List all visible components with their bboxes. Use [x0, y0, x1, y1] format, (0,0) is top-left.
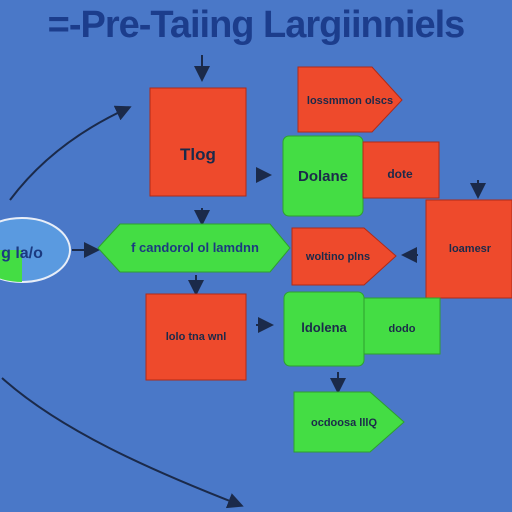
red-right-label: loamesr: [449, 243, 492, 255]
green-dodo-label: dodo: [389, 323, 416, 335]
green-dolane-label: Dolane: [298, 168, 348, 185]
node-green-ldolena: ldolena: [283, 291, 365, 367]
node-left-oval: g la/o: [0, 217, 71, 283]
node-red-dote: dote: [362, 141, 440, 199]
node-red-bottom: lolo tna wnl: [145, 293, 247, 381]
diagram-title: =-Pre-Taiing Largiinniels: [47, 4, 466, 46]
node-arrow-tag-top: lossmmon olscs: [297, 66, 403, 133]
arrow-mid-label: woltino plns: [305, 251, 370, 263]
connector-oval-to-bottom: [1, 377, 244, 509]
node-red-right: loamesr: [425, 199, 512, 299]
green-hex-label: f candorol ol lamdnn: [131, 240, 259, 255]
arrow-tag-top-label: lossmmon olscs: [307, 95, 393, 107]
node-red-top: Tlog: [149, 87, 247, 197]
red-top-label: Tlog: [180, 145, 216, 164]
connector-oval-to-top: [9, 105, 132, 201]
green-bottom-label: ocdoosa lllQ: [311, 417, 377, 429]
node-green-dolane: Dolane: [282, 135, 364, 217]
left-oval-label: g la/o: [1, 245, 43, 262]
node-green-bottom: ocdoosa lllQ: [293, 391, 405, 453]
node-green-dodo: dodo: [363, 297, 441, 355]
connectors: [1, 55, 486, 509]
node-green-hex: f candorol ol lamdnn: [97, 223, 291, 273]
red-bottom-label: lolo tna wnl: [166, 331, 227, 343]
node-arrow-mid: woltino plns: [291, 227, 397, 286]
red-dote-label: dote: [387, 167, 413, 181]
green-ldolena-label: ldolena: [301, 320, 347, 335]
